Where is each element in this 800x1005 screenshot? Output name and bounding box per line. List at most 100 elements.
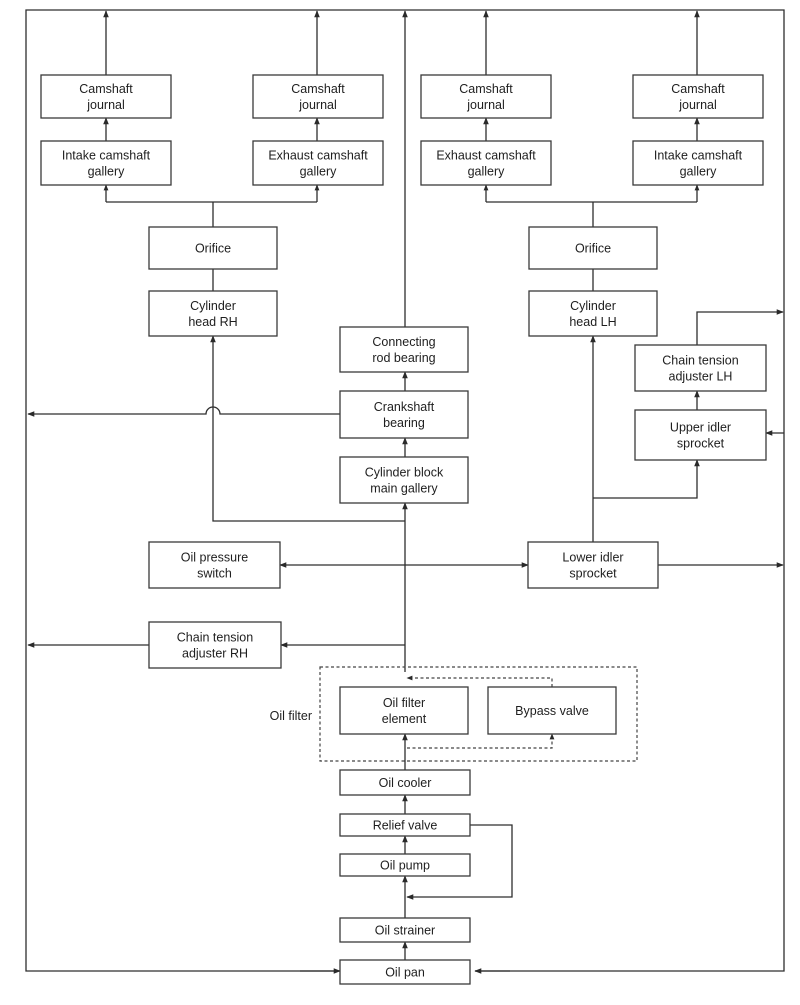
box-outline	[339, 813, 471, 837]
box-label-line: Oil pressure	[181, 551, 248, 565]
return-line-left	[25, 9, 785, 972]
camshaft-journal-4-box: Camshaft journal	[632, 74, 764, 119]
cylinder-head-lh-box: Cylinder head LH	[528, 290, 658, 337]
box-outline	[420, 74, 552, 119]
box-label-line: journal	[298, 98, 337, 112]
box-label-line: journal	[678, 98, 717, 112]
box-outline	[632, 140, 764, 186]
oil-pressure-switch-box: Oil pressure switch	[148, 541, 281, 589]
box-label-line: Connecting	[372, 335, 435, 349]
box-label-line: Exhaust camshaft	[268, 149, 368, 163]
connection-lines	[25, 9, 785, 974]
relief-valve-box: Relief valve	[339, 813, 471, 837]
box-label-line: switch	[197, 567, 232, 581]
camshaft-journal-2-box: Camshaft journal	[252, 74, 384, 119]
box-outline	[148, 290, 278, 337]
box-outline	[339, 917, 471, 943]
box-label-line: head RH	[188, 315, 237, 329]
adjuster-lh-outlet	[696, 309, 784, 345]
box-outline	[487, 686, 617, 735]
cylinder-head-rh-box: Cylinder head RH	[148, 290, 278, 337]
crankshaft-bearing-box: Crankshaft bearing	[339, 390, 469, 439]
connecting-rod-bearing-box: Connecting rod bearing	[339, 326, 469, 373]
box-label-line: adjuster RH	[182, 647, 248, 661]
box-label-line: journal	[86, 98, 125, 112]
box-label-line: gallery	[468, 165, 506, 179]
relief-return-loop	[406, 824, 513, 900]
box-label-line: Intake camshaft	[62, 149, 151, 163]
box-label-line: Oil pan	[385, 966, 425, 980]
component-boxes: Camshaft journal Camshaft journal Camshaft…	[40, 74, 767, 985]
box-outline	[339, 456, 469, 504]
box-outline	[528, 226, 658, 270]
box-outline	[339, 390, 469, 439]
box-label-line: Oil pump	[380, 859, 430, 873]
box-label-line: bearing	[383, 416, 425, 430]
box-label-line: Oil cooler	[379, 776, 432, 790]
box-outline	[40, 140, 172, 186]
box-outline	[339, 326, 469, 373]
box-label-line: Relief valve	[373, 819, 438, 833]
box-label-line: journal	[466, 98, 505, 112]
feed-head-rh	[210, 335, 405, 522]
box-label-line: Camshaft	[459, 82, 513, 96]
oil-filter-group-label: Oil filter	[270, 709, 312, 723]
oil-strainer-box: Oil strainer	[339, 917, 471, 943]
box-label-line: Crankshaft	[374, 400, 435, 414]
orifice-lh-box: Orifice	[528, 226, 658, 270]
bypass-loop-top	[406, 675, 553, 687]
exhaust-camshaft-gallery-lh-box: Exhaust camshaft gallery	[420, 140, 552, 186]
box-label-line: Exhaust camshaft	[436, 149, 536, 163]
box-label-line: Oil strainer	[375, 924, 435, 938]
box-label-line: Cylinder	[570, 299, 616, 313]
bypass-valve-box: Bypass valve	[487, 686, 617, 735]
box-label-line: Oil filter	[383, 696, 425, 710]
oil-cooler-box: Oil cooler	[339, 769, 471, 796]
chain-tension-adjuster-lh-box: Chain tension adjuster LH	[634, 344, 767, 392]
lower-idler-sprocket-box: Lower idler sprocket	[527, 541, 659, 589]
box-outline	[634, 344, 767, 392]
crankshaft-to-left-edge	[27, 406, 340, 417]
box-label-line: Chain tension	[177, 631, 253, 645]
box-label-line: rod bearing	[372, 351, 435, 365]
box-label-line: element	[382, 712, 427, 726]
box-outline	[339, 686, 469, 735]
box-label-line: gallery	[88, 165, 126, 179]
box-outline	[634, 409, 767, 461]
box-outline	[252, 74, 384, 119]
camshaft-journal-3-box: Camshaft journal	[420, 74, 552, 119]
box-label-line: Orifice	[195, 242, 231, 256]
orifice-rh-box: Orifice	[148, 226, 278, 270]
feed-upper-idler	[593, 459, 700, 499]
oil-pump-box: Oil pump	[339, 853, 471, 877]
box-label-line: head LH	[569, 315, 616, 329]
box-outline	[339, 853, 471, 877]
box-label-line: adjuster LH	[669, 370, 733, 384]
box-label-line: Upper idler	[670, 421, 731, 435]
box-outline	[528, 290, 658, 337]
box-label-line: Cylinder	[190, 299, 236, 313]
box-label-line: sprocket	[569, 567, 617, 581]
box-label-line: Camshaft	[291, 82, 345, 96]
oil-filter-group	[319, 666, 638, 762]
box-label-line: Camshaft	[79, 82, 133, 96]
box-label-line: Orifice	[575, 242, 611, 256]
box-label-line: Lower idler	[562, 551, 623, 565]
box-label-line: Chain tension	[662, 354, 738, 368]
box-outline	[339, 769, 471, 796]
box-label-line: gallery	[680, 165, 718, 179]
oil-pan-box: Oil pan	[339, 959, 471, 985]
chain-tension-adjuster-rh-box: Chain tension adjuster RH	[148, 621, 282, 669]
bypass-loop-bottom	[407, 733, 555, 749]
box-label-line: Camshaft	[671, 82, 725, 96]
box-label-line: Bypass valve	[515, 704, 589, 718]
camshaft-journal-1-box: Camshaft journal	[40, 74, 172, 119]
intake-camshaft-gallery-rh-box: Intake camshaft gallery	[40, 140, 172, 186]
box-outline	[40, 74, 172, 119]
box-outline	[148, 541, 281, 589]
box-outline	[148, 621, 282, 669]
